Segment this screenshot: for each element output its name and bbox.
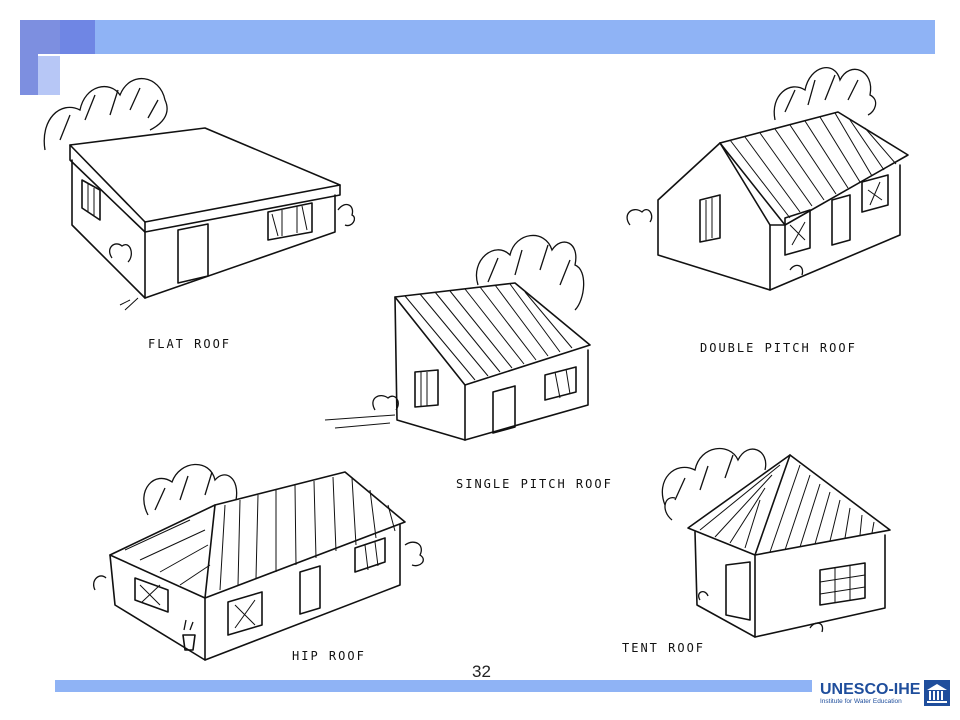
- unesco-ihe-logo: UNESCO-IHE Institute for Water Education: [820, 680, 951, 706]
- caption-hip-roof: HIP ROOF: [292, 649, 366, 663]
- hip-roof-house: [93, 463, 424, 661]
- header-square-mid: [60, 20, 95, 54]
- caption-double-pitch-roof: DOUBLE PITCH ROOF: [700, 341, 857, 355]
- flat-roof-house: [43, 78, 356, 311]
- logo-sub-text: Institute for Water Education: [820, 697, 902, 705]
- header-divider: [38, 54, 923, 56]
- tent-roof-house: [661, 447, 891, 638]
- temple-icon: [924, 680, 951, 706]
- double-pitch-roof-house: [626, 67, 909, 291]
- footer-bar: [55, 680, 812, 692]
- caption-single-pitch-roof: SINGLE PITCH ROOF: [456, 477, 613, 491]
- slide-number: 32: [472, 662, 491, 681]
- header-square-light: [38, 54, 60, 95]
- logo-main-text: UNESCO-IHE: [820, 680, 921, 698]
- single-pitch-roof-house: [324, 234, 591, 441]
- caption-tent-roof: TENT ROOF: [622, 641, 705, 655]
- header-bar: [95, 20, 935, 54]
- caption-flat-roof: FLAT ROOF: [148, 337, 231, 351]
